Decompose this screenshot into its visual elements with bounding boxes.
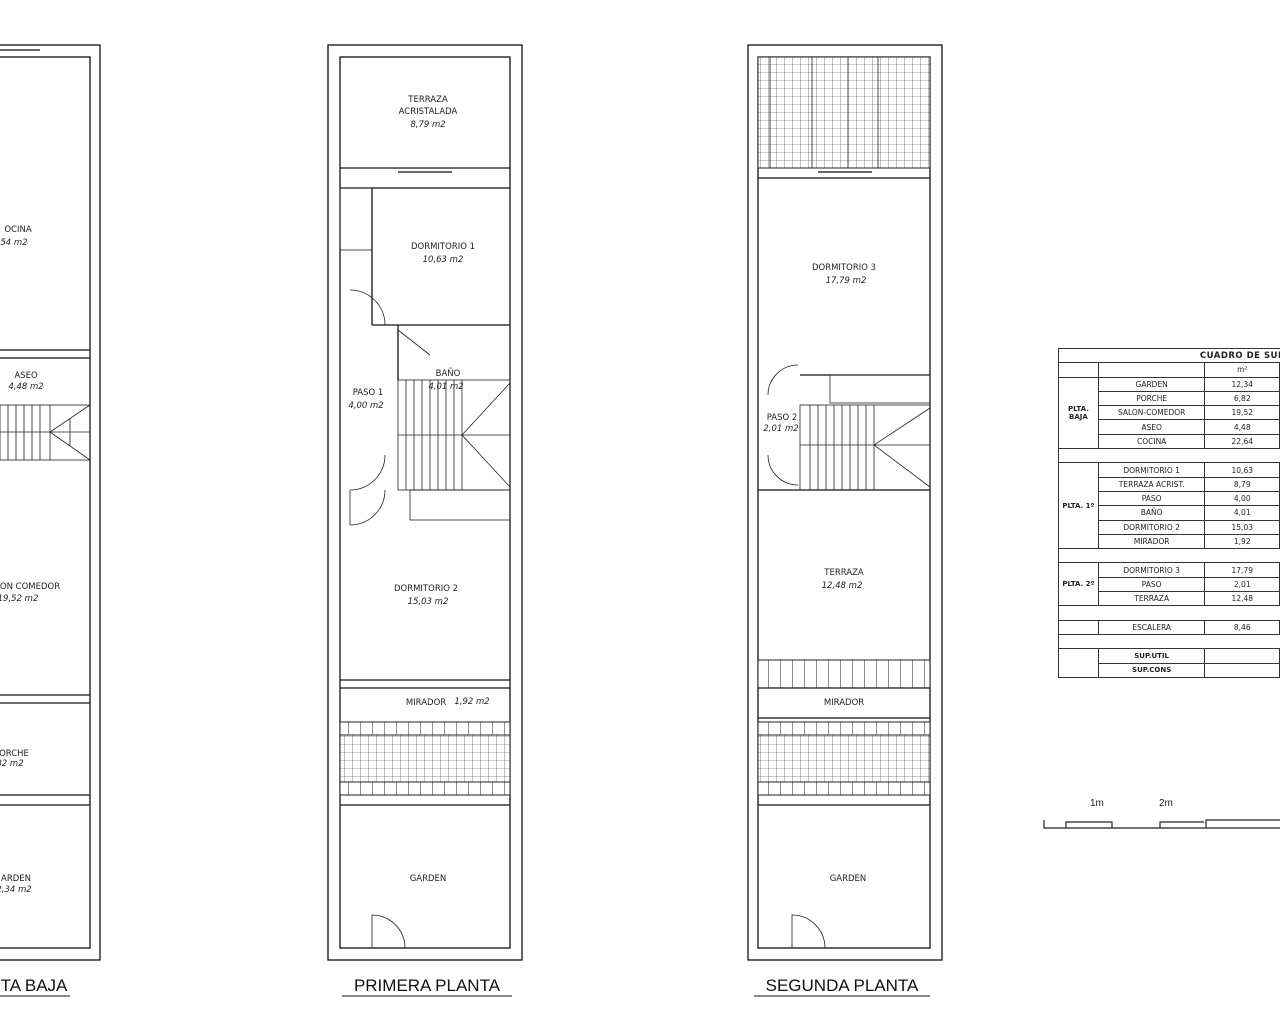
row-value: 10,63 bbox=[1204, 462, 1280, 478]
room-name: BAÑO bbox=[436, 368, 461, 379]
room-area: 2,01 m2 bbox=[763, 424, 798, 434]
row-value: 19,52 bbox=[1204, 405, 1280, 421]
row-value: 4,00 bbox=[1204, 490, 1280, 507]
room-area: 4,01 m2 bbox=[428, 382, 463, 392]
row-value: 8,46 bbox=[1204, 619, 1280, 635]
room-name: GARDEN bbox=[410, 874, 447, 884]
sup-util-label: SUP.UTIL bbox=[1097, 648, 1206, 664]
room-name: MIRADOR bbox=[824, 698, 864, 708]
room-name: TERRAZA bbox=[407, 95, 448, 105]
room-name: DORMITORIO 1 bbox=[411, 242, 475, 252]
scale-label-2m: 2m bbox=[1159, 798, 1173, 809]
room-name: PASO 2 bbox=[767, 413, 798, 423]
row-name: DORMITORIO 2 bbox=[1097, 519, 1206, 535]
group-label: PLTA. 1º bbox=[1058, 462, 1099, 550]
plan-primera-planta: TERRAZA ACRISTALADA 8,79 m2 DORMITORIO 1… bbox=[327, 44, 523, 997]
row-name: GARDEN bbox=[1097, 376, 1206, 392]
room-name: DORMITORIO 3 bbox=[812, 263, 876, 273]
room-area: 54 m2 bbox=[0, 238, 27, 248]
sup-cons-label: SUP.CONS bbox=[1097, 662, 1206, 678]
room-area: 17,79 m2 bbox=[826, 276, 867, 286]
room-area: 8,79 m2 bbox=[410, 120, 445, 130]
room-name: ON COMEDOR bbox=[0, 582, 60, 592]
room-name: TERRAZA bbox=[823, 568, 864, 578]
row-name: DORMITORIO 1 bbox=[1097, 462, 1206, 478]
room-name: DORMITORIO 2 bbox=[394, 584, 458, 594]
scale-label-1m: 1m bbox=[1090, 798, 1104, 809]
room-area: 19,52 m2 bbox=[0, 594, 38, 604]
row-value: 22,64 bbox=[1204, 433, 1280, 450]
row-value: 1,92 bbox=[1204, 533, 1280, 550]
row-value: 12,48 bbox=[1204, 591, 1280, 607]
row-name: PASO bbox=[1097, 576, 1206, 593]
row-value: 12,34 bbox=[1204, 376, 1280, 392]
room-name: OCINA bbox=[4, 225, 31, 235]
plan-title: PRIMERA PLANTA bbox=[354, 976, 501, 995]
room-area: 2,34 m2 bbox=[0, 885, 32, 895]
row-name: SALON-COMEDOR bbox=[1097, 405, 1206, 421]
scale-bar bbox=[1043, 819, 1280, 829]
group-label: PLTA. 2º bbox=[1058, 562, 1099, 607]
table-title: CUADRO DE SUPE bbox=[1058, 347, 1280, 364]
room-area: 1,92 m2 bbox=[454, 697, 489, 707]
row-name: DORMITORIO 3 bbox=[1097, 562, 1206, 578]
row-name: BAÑO bbox=[1097, 505, 1206, 521]
plan-title: TA BAJA bbox=[1, 976, 68, 995]
surface-table: CUADRO DE SUPE m² PLTA. BAJAGARDEN12,34 … bbox=[1058, 347, 1280, 678]
row-name: TERRAZA ACRIST. bbox=[1097, 476, 1206, 492]
plan-planta-baja: OCINA 54 m2 ASEO 4,48 m2 ON COMEDOR 19,5… bbox=[0, 44, 101, 997]
unit-header: m² bbox=[1204, 362, 1280, 378]
hatched-roof bbox=[757, 56, 931, 169]
row-value: 6,82 bbox=[1204, 390, 1280, 407]
row-name: ASEO bbox=[1097, 419, 1206, 435]
group-label: PLTA. BAJA bbox=[1058, 376, 1099, 450]
row-value: 4,01 bbox=[1204, 505, 1280, 521]
plan-segunda-planta: DORMITORIO 3 17,79 m2 PASO 2 2,01 m2 TER… bbox=[747, 44, 943, 997]
row-name: MIRADOR bbox=[1097, 533, 1206, 550]
row-value: 17,79 bbox=[1204, 562, 1280, 578]
room-area: 10,63 m2 bbox=[423, 255, 464, 265]
room-name: PASO 1 bbox=[353, 388, 384, 398]
room-area: 4,00 m2 bbox=[348, 401, 383, 411]
hatched-balcony bbox=[339, 734, 511, 783]
room-name: ASEO bbox=[14, 371, 38, 381]
row-name: PASO bbox=[1097, 490, 1206, 507]
room-area: 82 m2 bbox=[0, 759, 24, 769]
room-name: GARDEN bbox=[830, 874, 867, 884]
room-name: ACRISTALADA bbox=[399, 107, 458, 117]
staircase bbox=[0, 404, 91, 461]
row-value: 8,79 bbox=[1204, 476, 1280, 492]
plan-title: SEGUNDA PLANTA bbox=[766, 976, 919, 995]
room-name: ARDEN bbox=[1, 874, 31, 884]
room-area: 12,48 m2 bbox=[822, 581, 863, 591]
room-name: ORCHE bbox=[0, 749, 29, 759]
row-name: COCINA bbox=[1097, 433, 1206, 450]
staircase bbox=[799, 404, 931, 491]
row-value: 2,01 bbox=[1204, 576, 1280, 593]
row-name: TERRAZA bbox=[1097, 591, 1206, 607]
hatched-balcony bbox=[757, 734, 931, 783]
room-area: 15,03 m2 bbox=[408, 597, 449, 607]
row-value: 15,03 bbox=[1204, 519, 1280, 535]
row-value: 4,48 bbox=[1204, 419, 1280, 435]
room-area: 4,48 m2 bbox=[8, 382, 43, 392]
staircase bbox=[397, 379, 511, 491]
row-name: PORCHE bbox=[1097, 390, 1206, 407]
room-name: MIRADOR bbox=[406, 698, 446, 708]
row-name: ESCALERA bbox=[1097, 619, 1206, 635]
